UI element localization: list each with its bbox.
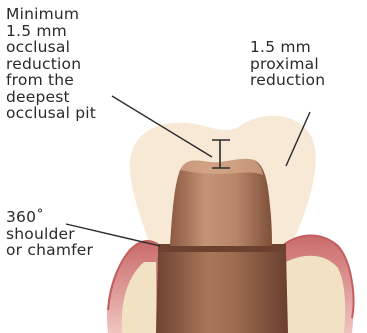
occlusal-reduction-label: Minimum 1.5 mm occlusal reduction from t… bbox=[6, 6, 96, 122]
right-bone bbox=[286, 256, 345, 333]
proximal-reduction-label: 1.5 mm proximal reduction bbox=[250, 39, 325, 89]
tooth-root bbox=[156, 252, 288, 333]
margin-label: 360˚ shoulder or chamfer bbox=[6, 209, 93, 259]
